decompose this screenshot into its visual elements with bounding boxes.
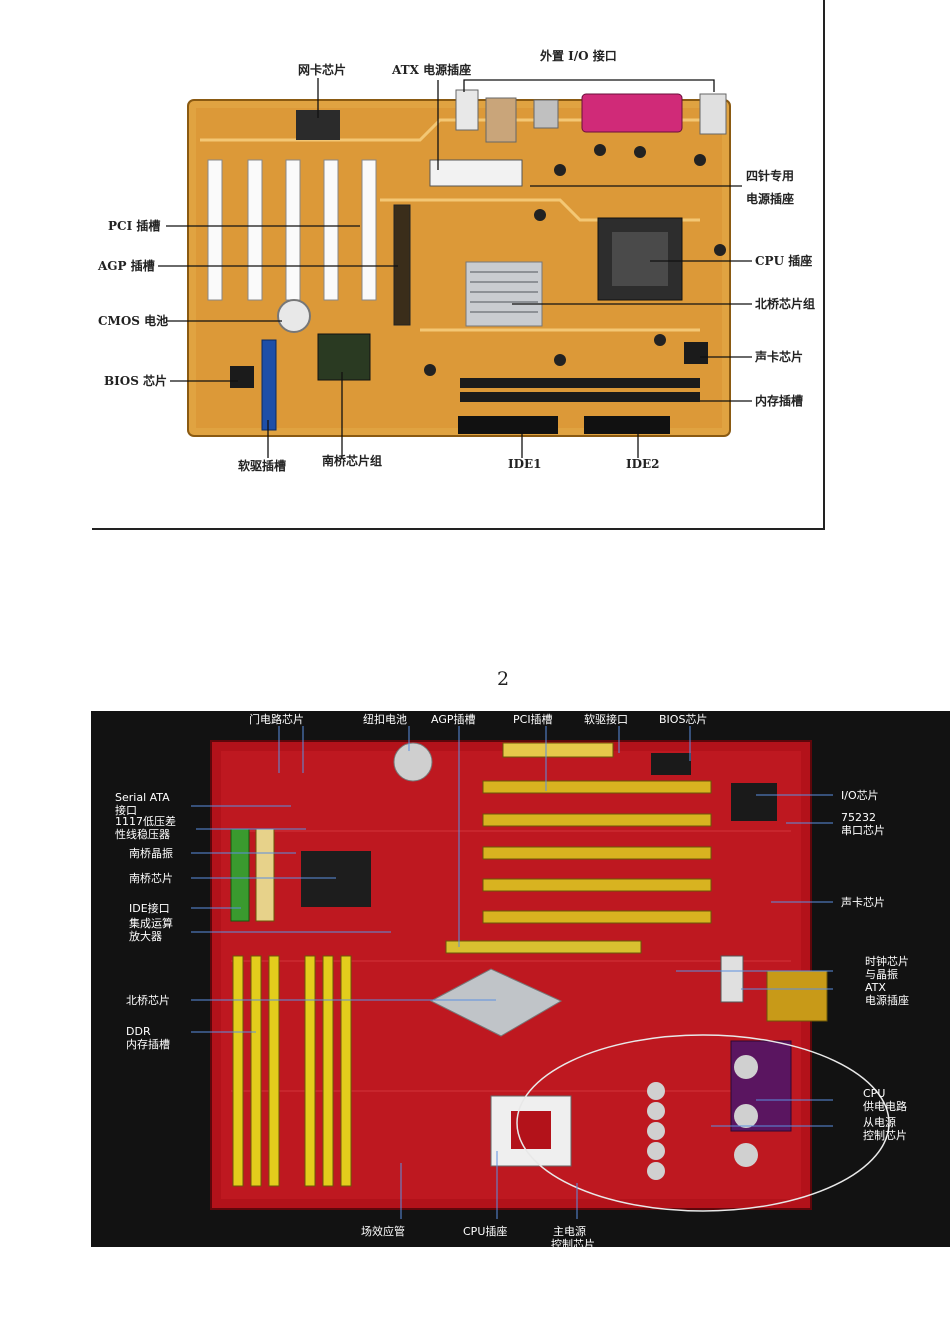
label-pci-slot: PCI插槽 — [513, 712, 553, 726]
label-ide2: IDE2 — [626, 457, 660, 471]
label-op-amp-1: 集成运算 — [129, 916, 173, 930]
label-clock-chip-2: 与晶振 — [865, 967, 898, 981]
label-ldo-1117-2: 性线稳压器 — [115, 827, 170, 841]
label-sound-chip: 声卡芯片 — [841, 895, 885, 909]
ide-connector-2 — [255, 828, 275, 922]
bios-chip — [230, 366, 254, 388]
label-four-pin-power-1: 四针专用 — [746, 168, 794, 183]
label-floppy-port: 软驱接口 — [584, 712, 628, 726]
label-ddr-slot-1: DDR — [126, 1025, 151, 1038]
ddr-slot-2 — [250, 955, 262, 1187]
label-main-power-2: 控制芯片 — [551, 1237, 595, 1247]
memory-slot-2 — [460, 392, 700, 402]
ddr-slot-6 — [340, 955, 352, 1187]
pci-slot-1 — [207, 159, 223, 301]
io-port-audio — [533, 99, 559, 129]
pci-slot-3 — [482, 846, 712, 860]
sound-chip — [684, 342, 708, 364]
memory-slot-1 — [460, 378, 700, 388]
label-four-pin-power-2: 电源插座 — [746, 191, 794, 206]
ddr-slot-4 — [304, 955, 316, 1187]
label-floppy-slot: 软驱插槽 — [238, 458, 286, 473]
label-cmos-battery: CMOS 电池 — [98, 313, 168, 328]
label-atx-power: ATX 电源插座 — [391, 62, 471, 77]
io-port-usb — [455, 89, 479, 131]
label-memory-slot: 内存插槽 — [755, 393, 803, 408]
figure1-frame — [92, 0, 825, 530]
io-port-lan — [485, 97, 517, 143]
label-cpu-socket: CPU 插座 — [755, 253, 812, 268]
pci-slot-1 — [482, 780, 712, 794]
bios-chip — [651, 753, 691, 775]
label-main-power-1: 主电源 — [553, 1224, 586, 1238]
label-ddr-slot-2: 内存插槽 — [126, 1037, 170, 1051]
pci-slot-4 — [323, 159, 339, 301]
northbridge-heatsink — [429, 968, 563, 1037]
ddr-slot-1 — [232, 955, 244, 1187]
label-io-chip: I/O芯片 — [841, 788, 879, 802]
label-agp-slot: AGP插槽 — [431, 712, 476, 726]
label-agp-slot: AGP 插槽 — [97, 258, 155, 273]
atx-power-connector — [429, 159, 523, 187]
ide1-connector — [458, 416, 558, 434]
label-slave-power-2: 控制芯片 — [863, 1128, 907, 1142]
serial-port — [766, 970, 828, 1022]
label-bios-chip: BIOS芯片 — [659, 712, 707, 726]
atx-power-connector — [720, 955, 744, 1003]
label-nic-chip: 网卡芯片 — [298, 62, 346, 77]
label-pci-slot: PCI 插槽 — [108, 218, 160, 233]
label-gate-circuit: 门电路芯片 — [249, 712, 304, 726]
label-slave-power-1: 从电源 — [863, 1115, 896, 1129]
label-clock-chip-1: 时钟芯片 — [865, 954, 909, 968]
label-serial-75232-2: 串口芯片 — [841, 823, 885, 837]
label-cpu-power-2: 供电电路 — [863, 1099, 907, 1113]
label-ide1: IDE1 — [508, 457, 542, 471]
southbridge-chip — [301, 851, 371, 907]
agp-slot — [445, 940, 642, 954]
pci-slot-2 — [482, 813, 712, 827]
io-port-ps2 — [699, 93, 727, 135]
floppy-connector — [502, 742, 614, 758]
ddr-slot-3 — [268, 955, 280, 1187]
floppy-connector — [261, 339, 277, 431]
label-sb-chip: 南桥芯片 — [129, 871, 173, 885]
pci-slot-3 — [285, 159, 301, 301]
io-chip — [731, 783, 777, 821]
label-ldo-1117-1: 1117低压差 — [115, 814, 176, 828]
io-parallel-port — [581, 93, 683, 133]
label-ide-port: IDE接口 — [129, 902, 170, 915]
label-serial-75232-1: 75232 — [841, 811, 876, 824]
pci-slot-4 — [482, 878, 712, 892]
label-cpu-power-1: CPU — [863, 1087, 885, 1100]
label-atx-power-1: ATX — [865, 981, 886, 994]
ide-connector-1 — [230, 828, 250, 922]
label-cpu-socket: CPU插座 — [463, 1224, 507, 1238]
agp-slot — [393, 204, 411, 326]
label-serial-ata-2: 接口 — [115, 804, 137, 817]
figure1-motherboard-diagram: 网卡芯片 ATX 电源插座 外置 I/O 接口 四针专用 电源插座 PCI 插槽… — [97, 48, 815, 473]
ddr-slot-5 — [322, 955, 334, 1187]
label-southbridge: 南桥芯片组 — [322, 453, 382, 468]
page-number: 2 — [497, 668, 510, 690]
ide2-connector — [584, 416, 670, 434]
pci-slot-5 — [482, 910, 712, 924]
label-serial-ata-1: Serial ATA — [115, 791, 170, 804]
label-sb-crystal: 南桥晶振 — [129, 846, 173, 860]
power-area-highlight — [516, 1034, 890, 1212]
label-bios-chip: BIOS 芯片 — [104, 373, 167, 388]
label-external-io: 外置 I/O 接口 — [540, 48, 617, 63]
label-op-amp-2: 放大器 — [129, 929, 162, 943]
button-battery — [393, 742, 433, 782]
label-northbridge: 北桥芯片组 — [755, 296, 815, 311]
pci-slot-2 — [247, 159, 263, 301]
label-button-battery: 纽扣电池 — [363, 712, 407, 726]
figure2-motherboard-photo: 门电路芯片 纽扣电池 AGP插槽 PCI插槽 软驱接口 BIOS芯片 Seria… — [91, 711, 950, 1247]
label-atx-power-2: 电源插座 — [865, 993, 909, 1007]
label-sound-chip: 声卡芯片 — [754, 349, 803, 364]
label-nb-chip: 北桥芯片 — [126, 993, 170, 1007]
cmos-battery — [277, 299, 311, 333]
label-mosfet: 场效应管 — [361, 1224, 405, 1238]
pci-slot-5 — [361, 159, 377, 301]
southbridge-chip — [317, 333, 371, 381]
